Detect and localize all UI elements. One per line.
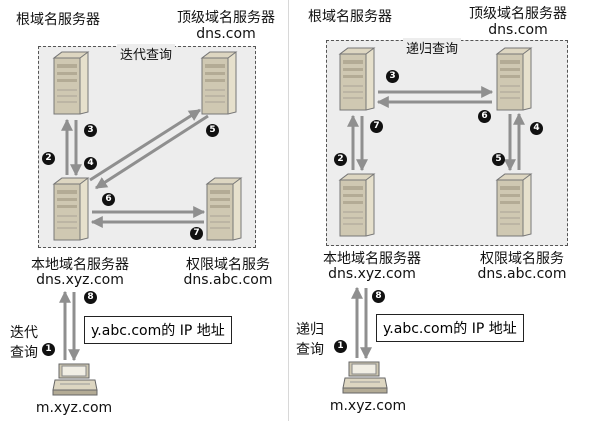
step-badge-2: 2 [42, 152, 55, 165]
query-type-label: 递归 [296, 322, 324, 338]
auth-server-domain: dns.abc.com [477, 266, 567, 282]
step-badge-4: 4 [530, 122, 543, 135]
tld-server-domain: dns.com [196, 26, 256, 42]
recursive-query-panel: 递归查询 根域名服务器 顶级域名服务器 dns.com 本地域名服务器 dns.… [292, 0, 595, 421]
step-5-arrow [94, 114, 209, 190]
tld-server-label: 顶级域名服务器 [469, 6, 567, 22]
auth-server-icon [205, 177, 243, 241]
step-badge-3: 3 [84, 124, 97, 137]
root-server-label: 根域名服务器 [308, 9, 392, 25]
client-computer-icon [342, 361, 388, 394]
step-badge-8: 8 [84, 291, 97, 304]
step-badge-4: 4 [84, 157, 97, 170]
local-server-domain: dns.xyz.com [328, 266, 416, 282]
step-badge-3: 3 [386, 70, 399, 83]
tld-server-icon [200, 51, 238, 115]
local-server-label: 本地域名服务器 [323, 251, 421, 267]
query-type-label: 查询 [296, 342, 324, 358]
local-server-icon [338, 173, 376, 237]
iterative-box-title: 迭代查询 [116, 44, 176, 63]
step-badge-7: 7 [190, 227, 203, 240]
root-server-icon [52, 51, 90, 115]
auth-server-icon [495, 173, 533, 237]
step-badge-1: 1 [334, 340, 347, 353]
auth-server-label: 权限域名服务 [186, 257, 270, 273]
step-badge-1: 1 [42, 343, 55, 356]
root-server-label: 根域名服务器 [16, 12, 100, 28]
iterative-arrows [59, 108, 209, 362]
recursive-box-title: 递归查询 [402, 38, 462, 57]
step-badge-5: 5 [206, 124, 219, 137]
auth-server-domain: dns.abc.com [183, 272, 273, 288]
client-computer-icon [52, 363, 98, 396]
root-server-icon [338, 47, 376, 111]
iterative-query-panel: 迭代查询 根域名服务器 顶级域名服务器 dns.com 本地域名服务器 dns.… [0, 0, 289, 421]
tld-server-icon [495, 47, 533, 111]
ip-address-answer: y.abc.com的 IP 地址 [376, 314, 524, 342]
ip-address-answer: y.abc.com的 IP 地址 [84, 316, 232, 344]
local-server-label: 本地域名服务器 [31, 257, 129, 273]
step-badge-8: 8 [372, 290, 385, 303]
step-badge-2: 2 [334, 153, 347, 166]
tld-server-label: 顶级域名服务器 [177, 10, 275, 26]
host-label: m.xyz.com [35, 400, 113, 416]
step-badge-6: 6 [102, 193, 115, 206]
step-badge-6: 6 [478, 110, 491, 123]
host-label: m.xyz.com [329, 398, 407, 414]
query-type-label: 迭代 [10, 325, 38, 341]
query-type-label: 查询 [10, 345, 38, 361]
step-badge-7: 7 [370, 120, 383, 133]
step-4-arrow [89, 108, 202, 182]
local-server-domain: dns.xyz.com [36, 272, 124, 288]
tld-server-domain: dns.com [488, 22, 548, 38]
local-server-icon [52, 177, 90, 241]
recursive-arrows [347, 86, 525, 360]
auth-server-label: 权限域名服务 [480, 251, 564, 267]
step-badge-5: 5 [492, 153, 505, 166]
